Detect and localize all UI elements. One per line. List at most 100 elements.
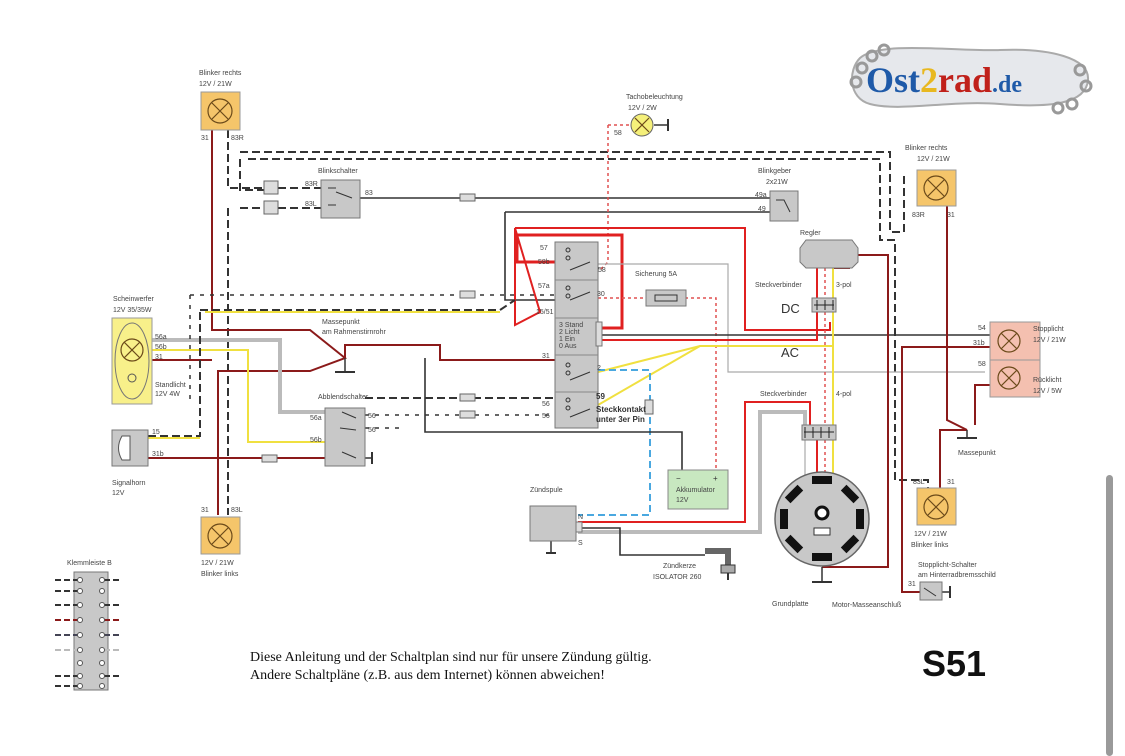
note-line-1: Diese Anleitung und der Schaltplan sind … [250, 650, 652, 665]
svg-text:2: 2 [597, 365, 601, 372]
svg-text:58: 58 [978, 361, 986, 368]
blinkgeber: Blinkgeber 2x21W 49a 49 [755, 168, 799, 222]
svg-text:12V / 21W: 12V / 21W [917, 156, 950, 163]
svg-text:54: 54 [978, 325, 986, 332]
svg-text:56: 56 [368, 427, 376, 434]
svg-text:S: S [578, 540, 583, 547]
svg-text:12V 35/35W: 12V 35/35W [113, 307, 152, 314]
svg-text:am Rahmenstirnrohr: am Rahmenstirnrohr [322, 329, 386, 336]
svg-text:Stopplicht: Stopplicht [1033, 326, 1064, 333]
svg-text:12V / 21W: 12V / 21W [199, 81, 232, 88]
klemmleiste-b: Klemmleiste B [55, 560, 122, 691]
rear-light: 54 31b 58 Stopplicht 12V / 21W Rücklicht… [973, 321, 1066, 398]
regler: Regler [799, 230, 859, 269]
svg-text:83R: 83R [231, 135, 244, 142]
wires [148, 119, 990, 598]
svg-text:57a: 57a [538, 283, 550, 290]
lamp-icon [207, 523, 233, 549]
model-label: S51 [922, 643, 986, 684]
massepunkt-rear: Massepunkt [958, 450, 996, 457]
svg-text:Klemmleiste B: Klemmleiste B [67, 560, 112, 567]
svg-text:12V: 12V [112, 490, 125, 497]
svg-text:83L: 83L [913, 479, 925, 486]
svg-text:Signalhorn: Signalhorn [112, 480, 146, 487]
svg-text:12V / 21W: 12V / 21W [914, 531, 947, 538]
svg-text:57: 57 [540, 245, 548, 252]
svg-text:3-pol: 3-pol [836, 282, 852, 289]
lamp-icon [997, 329, 1021, 353]
steckverbinder-3pol: Steckverbinder 3-pol DC [755, 282, 852, 316]
svg-text:15/51: 15/51 [536, 309, 554, 316]
sicherung: Sicherung 5A [635, 271, 687, 307]
svg-text:Steckverbinder: Steckverbinder [755, 282, 802, 289]
zuendspule: Zündspule N S [529, 487, 583, 547]
grundplatte-generator: Grundplatte Motor-Masseanschluß [772, 471, 901, 609]
svg-text:56: 56 [368, 413, 376, 420]
svg-text:unter 3er Pin: unter 3er Pin [596, 415, 645, 424]
svg-text:12V / 5W: 12V / 5W [1033, 388, 1062, 395]
svg-text:Stopplicht-Schalter: Stopplicht-Schalter [918, 562, 977, 569]
svg-text:Motor-Masseanschluß: Motor-Masseanschluß [832, 602, 901, 609]
vertical-scrollbar[interactable] [1106, 475, 1113, 756]
svg-text:−: − [676, 474, 681, 483]
svg-text:12V: 12V [676, 497, 689, 504]
svg-text:31: 31 [947, 212, 955, 219]
ac-label: AC [781, 345, 799, 360]
lamp-icon [207, 98, 233, 124]
svg-text:+: + [713, 474, 718, 483]
svg-text:12V / 21W: 12V / 21W [201, 560, 234, 567]
svg-text:Blinker links: Blinker links [911, 542, 949, 549]
svg-text:83R: 83R [912, 212, 925, 219]
svg-text:ISOLATOR 260: ISOLATOR 260 [653, 574, 701, 581]
svg-text:1 Ein: 1 Ein [559, 336, 575, 343]
svg-text:15: 15 [152, 429, 160, 436]
blinker-rechts-rear: Blinker rechts 12V / 21W 83R 31 [905, 145, 957, 219]
svg-text:Blinker rechts: Blinker rechts [905, 145, 948, 152]
svg-text:Steckkontakt: Steckkontakt [596, 405, 646, 414]
svg-text:83R: 83R [305, 181, 318, 188]
svg-text:56: 56 [542, 401, 550, 408]
svg-text:31: 31 [155, 354, 163, 361]
signalhorn: 15 31b Signalhorn 12V [111, 429, 164, 497]
tachobeleuchtung: Tachobeleuchtung 12V / 2W 58 [614, 94, 683, 137]
svg-text:83L: 83L [305, 201, 317, 208]
svg-text:Akkumulator: Akkumulator [676, 487, 716, 494]
zuendschloss: 57 58b 58 57a 30 15/51 3 Stand 2 Licht 1… [536, 241, 646, 429]
svg-text:31: 31 [908, 581, 916, 588]
svg-text:31: 31 [947, 479, 955, 486]
svg-text:Regler: Regler [800, 230, 821, 237]
svg-text:Massepunkt: Massepunkt [322, 319, 360, 326]
svg-text:31: 31 [542, 353, 550, 360]
lamp-icon [120, 338, 144, 362]
svg-text:0 Aus: 0 Aus [559, 343, 577, 350]
lamp-icon [923, 175, 949, 201]
svg-text:N: N [578, 514, 583, 521]
svg-text:58b: 58b [538, 259, 550, 266]
scheinwerfer: Scheinwerfer 12V 35/35W 56a 56b 31 Stand… [111, 296, 186, 405]
svg-text:am Hinterradbremsschild: am Hinterradbremsschild [918, 572, 996, 579]
svg-text:Abblendschalter: Abblendschalter [318, 394, 369, 401]
steckverbinder-4pol: Steckverbinder 4-pol [760, 391, 852, 441]
svg-text:83L: 83L [231, 507, 243, 514]
blinker-links-front: 31 83L 12V / 21W Blinker links [200, 507, 243, 578]
blinker-rechts-front: Blinker rechts 12V / 21W 31 83R [199, 70, 244, 142]
svg-text:56: 56 [542, 413, 550, 420]
svg-text:83: 83 [365, 190, 373, 197]
svg-text:49: 49 [758, 206, 766, 213]
svg-text:Blinkgeber: Blinkgeber [758, 168, 792, 175]
svg-text:Grundplatte: Grundplatte [772, 601, 809, 608]
svg-text:56b: 56b [310, 437, 322, 444]
abblendschalter: Abblendschalter 56a 56b 56 56 [310, 394, 376, 467]
svg-text:2x21W: 2x21W [766, 179, 788, 186]
ost2rad-logo: Ost2rad.de [849, 43, 1093, 115]
svg-text:49a: 49a [755, 192, 767, 199]
svg-text:Sicherung 5A: Sicherung 5A [635, 271, 677, 278]
svg-text:31: 31 [201, 507, 209, 514]
stopplicht-schalter: Stopplicht-Schalter am Hinterradbremssch… [908, 562, 996, 601]
svg-text:12V 4W: 12V 4W [155, 391, 180, 398]
svg-text:DC: DC [781, 301, 800, 316]
blinkschalter: Blinkschalter 83R 83L 83 [263, 168, 373, 219]
lamp-icon [923, 494, 949, 520]
svg-text:12V / 2W: 12V / 2W [628, 105, 657, 112]
svg-text:2 Licht: 2 Licht [559, 329, 580, 336]
